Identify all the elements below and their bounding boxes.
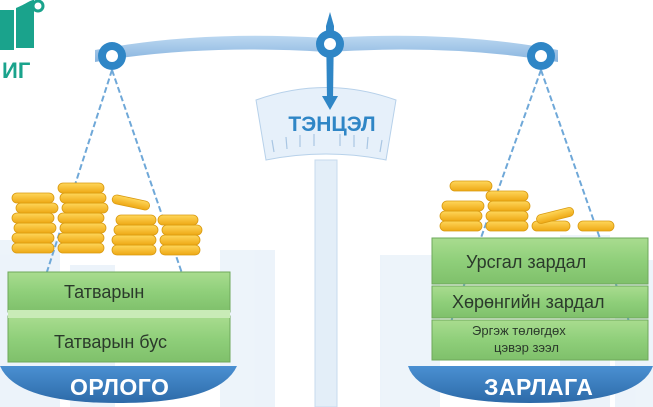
right-bill-label-loan-line1: Эргэж төлөгдөх xyxy=(472,323,566,338)
left-bill-label-tax: Татварын xyxy=(64,282,145,302)
right-pan-title: ЗАРЛАГА xyxy=(484,374,594,400)
left-pan-title: ОРЛОГО xyxy=(70,374,170,400)
right-coin-stacks xyxy=(439,180,615,232)
left-pan xyxy=(0,366,237,403)
right-bill-label-capital: Хөрөнгийн зардал xyxy=(452,292,605,312)
left-coin-stacks xyxy=(11,182,203,256)
scale-column xyxy=(314,159,338,407)
right-pan xyxy=(408,366,653,403)
logo-mark xyxy=(0,0,45,50)
right-bills xyxy=(431,237,649,361)
right-bill-label-loan-line2: цэвэр зээл xyxy=(494,340,559,355)
dial-face xyxy=(255,87,397,161)
logo-text: ИГ xyxy=(2,58,31,83)
right-bill-label-current: Урсгал зардал xyxy=(466,252,587,272)
left-bill-label-nontax: Татварын бус xyxy=(54,332,168,352)
left-bills xyxy=(7,271,231,363)
scale-title: ТЭНЦЭЛ xyxy=(288,113,376,136)
